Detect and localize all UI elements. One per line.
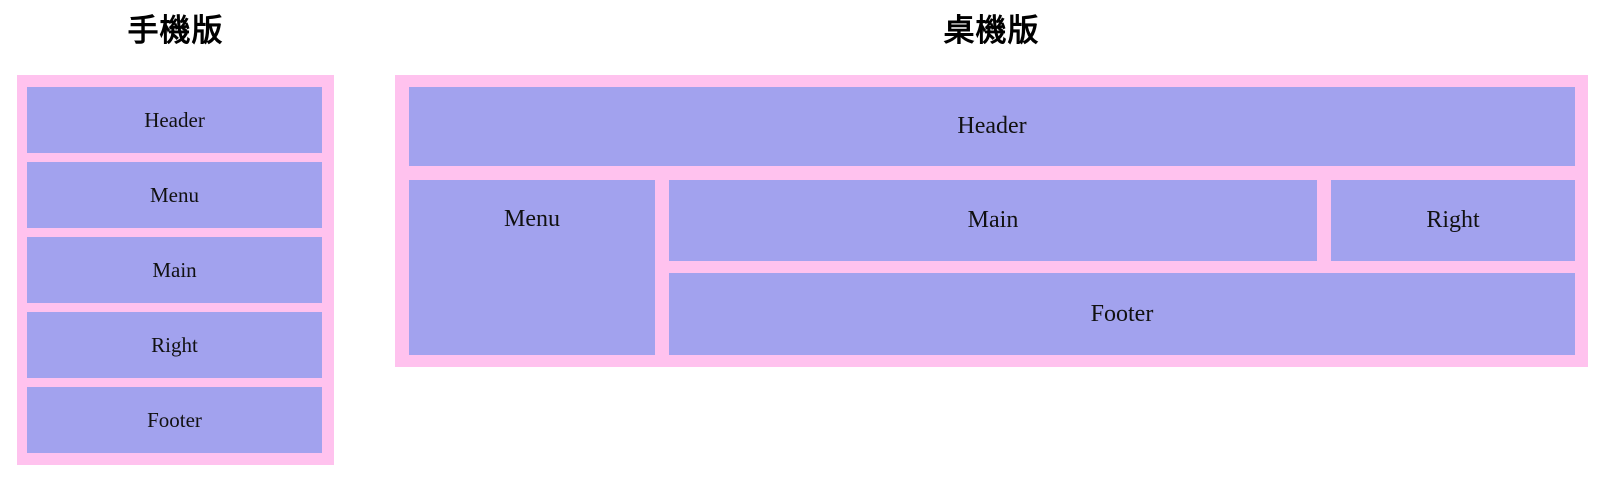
- desktop-footer-box: Footer: [669, 273, 1575, 355]
- desktop-main-box: Main: [669, 180, 1317, 261]
- desktop-header-box: Header: [409, 87, 1575, 166]
- mobile-menu-box: Menu: [27, 162, 322, 228]
- mobile-layout-container: Header Menu Main Right Footer: [17, 75, 334, 465]
- desktop-layout-container: Header Menu Main Right Footer: [395, 75, 1588, 367]
- desktop-menu-box: Menu: [409, 180, 655, 355]
- mobile-main-box: Main: [27, 237, 322, 303]
- desktop-right-box: Right: [1331, 180, 1575, 261]
- desktop-section-title: 桌機版: [943, 13, 1040, 48]
- mobile-footer-box: Footer: [27, 387, 322, 453]
- mobile-section-title: 手機版: [127, 13, 224, 48]
- mobile-header-box: Header: [27, 87, 322, 153]
- mobile-right-box: Right: [27, 312, 322, 378]
